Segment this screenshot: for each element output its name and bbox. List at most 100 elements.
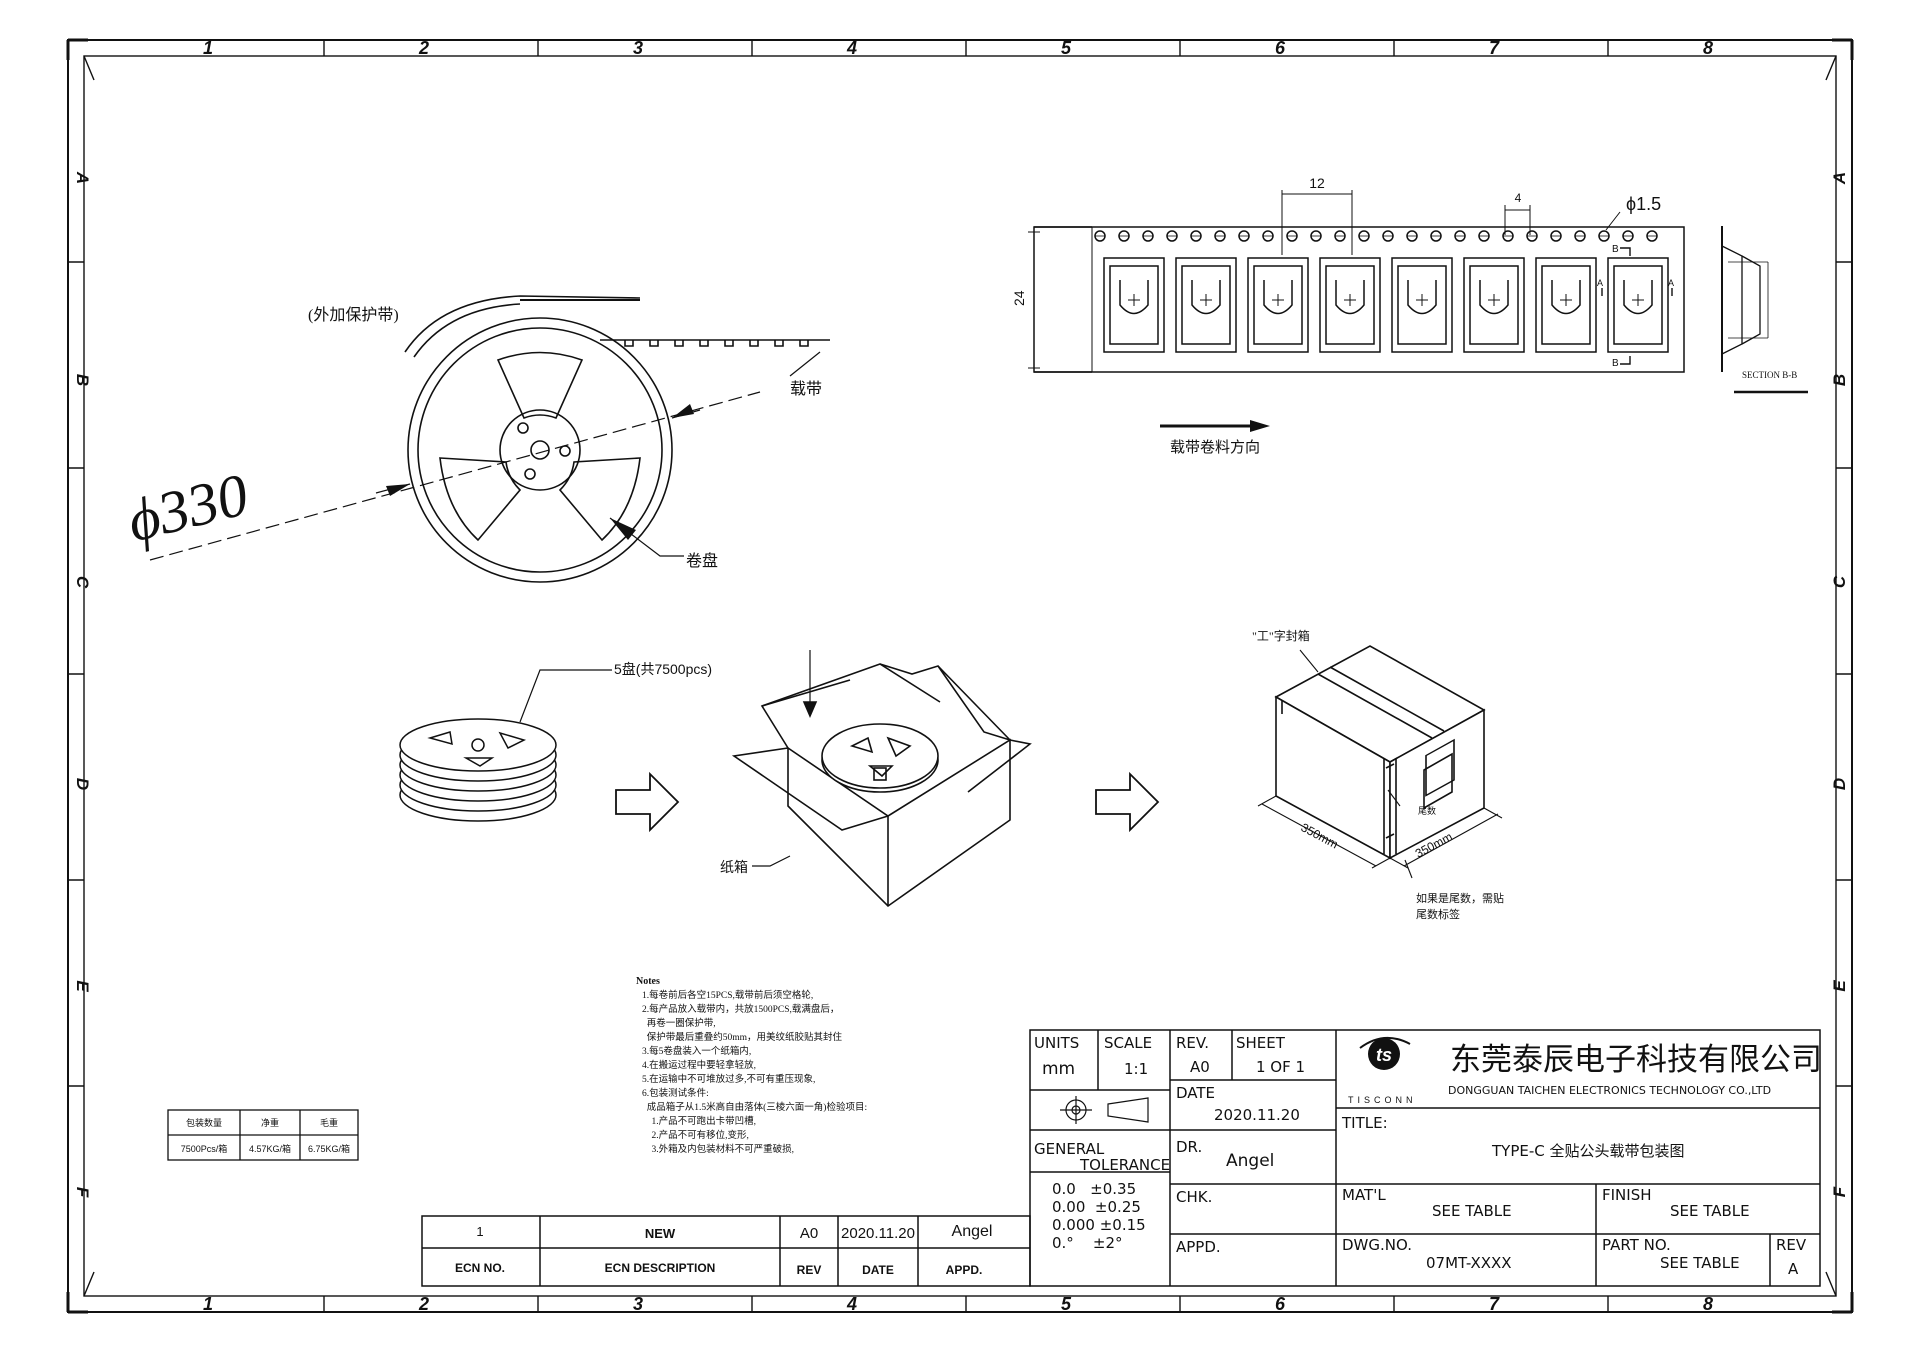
appd-label: APPD. [1176,1238,1221,1256]
rev-row-date: 2020.11.20 [841,1225,915,1242]
diameter-dim-line [149,391,761,561]
rev-header-rev: REV [797,1263,822,1277]
row-label-d: D [73,778,92,790]
stack-leader [519,669,612,723]
reel-stack [399,718,557,822]
reel-view [149,295,830,583]
tolerance-2: 0.00 ±0.25 [1052,1198,1141,1216]
weight-cell-gross: 6.75KG/箱 [308,1143,350,1154]
logo-text: TISCONN [1348,1095,1417,1105]
reel-hub-pin-3 [524,468,536,480]
note-line-6: 4.在搬运过程中要轻拿轻放, [642,1059,756,1071]
tape-pocket [1607,257,1669,353]
notes: Notes 1.每卷前后各空15PCS,载带前后须空格轮, 2.每产品放入载带内… [636,976,867,1155]
part-label: PART NO. [1602,1236,1671,1254]
col-label-bottom-6: 6 [1275,1294,1286,1314]
date-label: DATE [1176,1084,1215,1102]
weight-header-gross: 毛重 [320,1117,338,1128]
inner-border [83,55,1837,1297]
reel-hub-outer [499,409,581,491]
tolerance-4: 0.° ±2° [1052,1234,1123,1252]
dr-label: DR. [1176,1138,1202,1156]
units-value: mm [1042,1059,1075,1079]
tape-pocket [1103,257,1165,353]
chk-label: CHK. [1176,1188,1212,1206]
rev-header-desc: ECN DESCRIPTION [605,1261,716,1275]
rev2-value: A [1788,1260,1799,1278]
matl-label: MAT'L [1342,1186,1386,1204]
section-view [1721,226,1808,394]
reel-hub-pin-2 [559,445,571,457]
tape-pocket [1463,257,1525,353]
dwg-value: 07MT-XXXX [1426,1254,1512,1272]
col-label-2: 2 [418,38,429,58]
revision-table: 1 NEW A0 2020.11.20 Angel ECN NO. ECN DE… [421,1215,1031,1287]
col-label-5: 5 [1061,38,1072,58]
reel-hub-pin-1 [517,422,529,434]
col-label-bottom-1: 1 [203,1294,213,1314]
section-marker-top: B [1612,244,1619,255]
tolerance-3: 0.000 ±0.15 [1052,1216,1146,1234]
tolerance-label: TOLERANCE [1079,1156,1170,1174]
col-label-bottom-3: 3 [633,1294,643,1314]
reel-window-right [558,457,641,542]
notes-title: Notes [636,976,660,987]
rev2-label: REV [1776,1236,1807,1254]
open-carton [731,650,1032,908]
reel-window-left [439,457,522,542]
note-line-10: 1.产品不可跑出卡带凹槽, [642,1115,756,1127]
sprocket-holes [1094,230,1658,242]
section-marker-a-left: A [1597,278,1603,288]
note-line-8: 6.包装测试条件: [642,1087,709,1099]
protective-tape [404,295,641,353]
weight-cell-qty: 7500Pcs/箱 [181,1143,228,1154]
sheet-label: SHEET [1236,1034,1286,1052]
row-dividers [68,261,1852,1087]
weight-table: 包装数量 净重 毛重 7500Pcs/箱 4.57KG/箱 6.75KG/箱 [167,1109,359,1161]
corner-brackets [66,38,1854,1314]
section-marker-bottom: B [1612,358,1619,369]
finish-label: FINISH [1602,1186,1652,1204]
col-label-1: 1 [203,38,213,58]
row-label-a-right: A [1830,172,1849,185]
tail-label: 尾数 [1418,805,1436,816]
col-label-bottom-5: 5 [1061,1294,1072,1314]
title-block: ts TISCONN 东莞泰辰电子科技有限公司 DONGGUAN TAICHEN… [1029,1029,1822,1287]
section-pocket-depth [1741,255,1761,345]
rev-row-rev: A0 [800,1225,818,1242]
company-name-cn: 东莞泰辰电子科技有限公司 [1450,1042,1822,1077]
title-label: TITLE: [1341,1114,1388,1132]
col-label-bottom-8: 8 [1703,1294,1713,1314]
tape-pocket [1319,257,1381,353]
row-label-c-right: C [1830,575,1849,588]
tape-width-label: 24 [1011,290,1027,306]
tape-pocket [1391,257,1453,353]
note-line-1: 1.每卷前后各空15PCS,载带前后须空格轮, [642,989,813,1001]
direction-label: 载带卷料方向 [1170,439,1260,456]
closed-carton [1274,645,1486,860]
note-line-5: 3.每5卷盘装入一个纸箱内, [642,1045,751,1057]
section-marker-a-right: A [1668,278,1674,288]
carrier-tape-label: 载带 [790,380,822,398]
carton-dims [1257,649,1503,879]
tape-end-lines [1034,226,1092,373]
carton-label: 纸箱 [720,860,748,876]
rev-row-ecn: 1 [476,1224,483,1239]
rev-header-appd: APPD. [946,1263,983,1277]
title-value: TYPE-C 全贴公头载带包装图 [1491,1142,1685,1160]
col-label-bottom-7: 7 [1489,1294,1500,1314]
seal-label: "工"字封箱 [1252,628,1310,643]
protective-tape-inner [413,303,521,358]
carton-leader [752,855,791,867]
col-label-7: 7 [1489,38,1500,58]
hole-dia-leader [1605,211,1621,231]
note-line-4: 保护带最后重叠约50mm，用美纹纸胶贴其封住 [642,1031,843,1043]
column-dividers [323,40,1609,1312]
process-arrow-1 [615,771,680,833]
section-dim [1728,261,1769,339]
row-labels: A B C D E F A B C D E F [73,171,1849,1198]
row-label-f-right: F [1830,1186,1849,1197]
tail-note-2: 尾数标签 [1416,907,1460,921]
row-label-f: F [73,1187,92,1198]
